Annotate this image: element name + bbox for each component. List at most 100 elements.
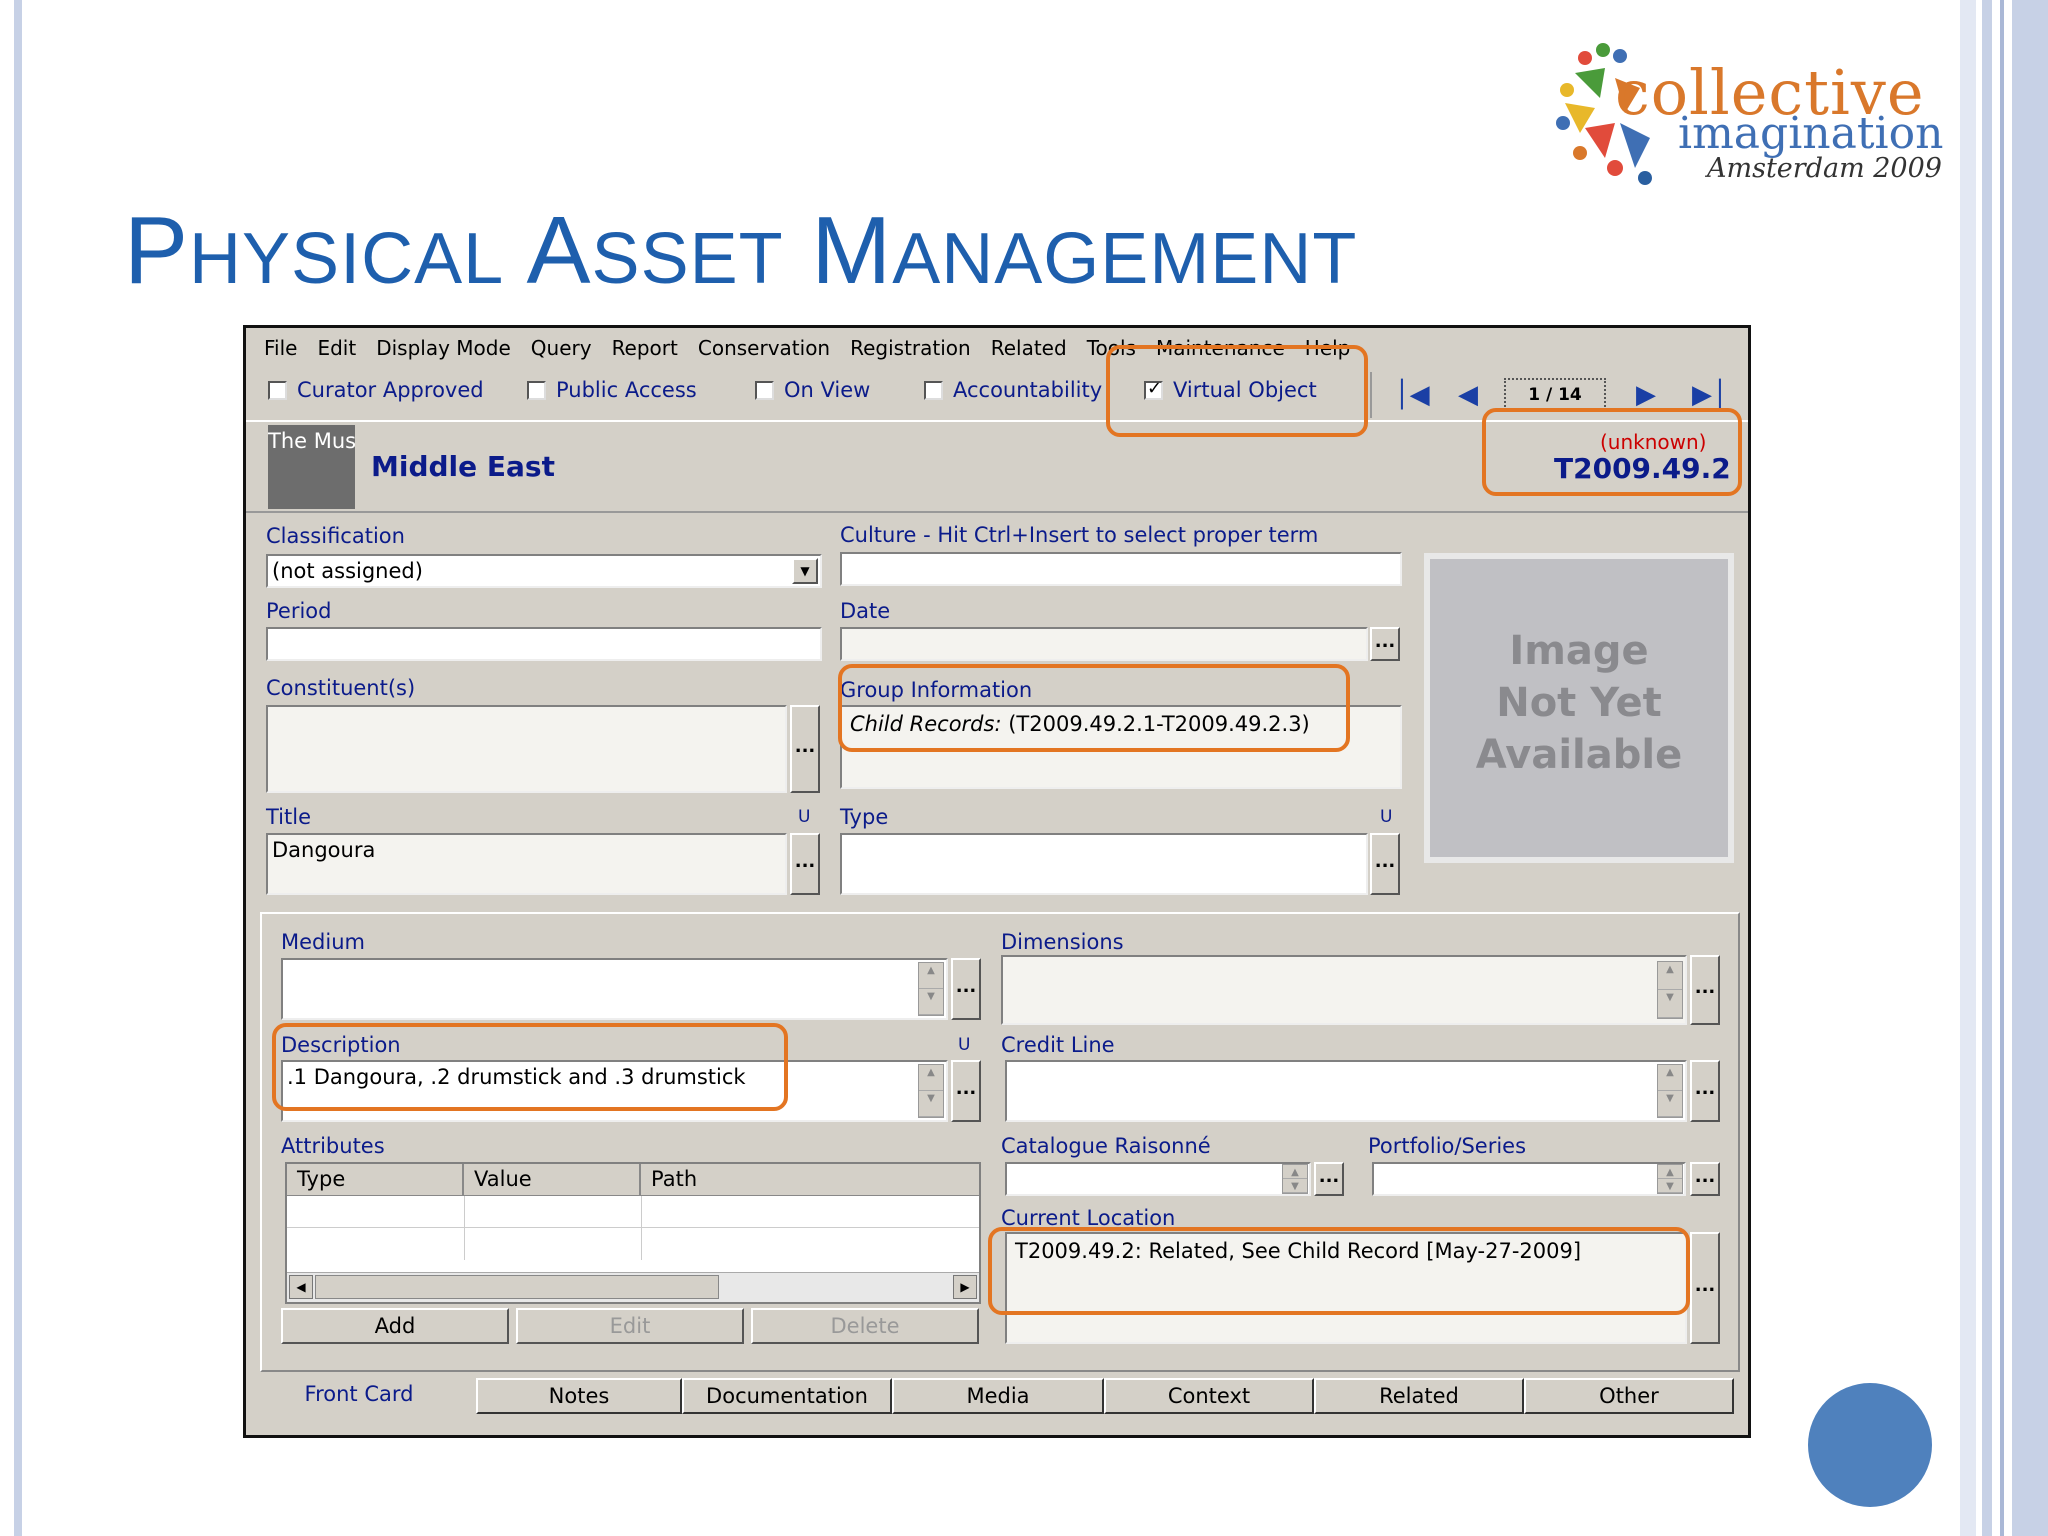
group-info-field[interactable]: Child Records: (T2009.49.2.1-T2009.49.2.… <box>840 705 1402 789</box>
attributes-col-type[interactable]: Type <box>287 1164 464 1195</box>
menu-tools[interactable]: Tools <box>1086 336 1136 360</box>
edit-button[interactable]: Edit <box>516 1308 744 1344</box>
flag-label: On View <box>784 378 871 402</box>
chevron-down-icon[interactable]: ▼ <box>792 558 818 584</box>
attributes-col-path[interactable]: Path <box>651 1167 698 1191</box>
title-field[interactable]: Dangoura <box>266 833 787 895</box>
record-title: Middle East <box>371 450 555 483</box>
scroll-right-icon[interactable]: ▶ <box>953 1275 977 1299</box>
curator-approved-checkbox[interactable] <box>268 380 287 400</box>
next-record-icon[interactable]: ▶ <box>1636 380 1656 410</box>
catalogue-label: Catalogue Raisonné <box>1001 1134 1211 1158</box>
credit-line-scrollbar[interactable]: ▲▼ <box>1657 1064 1683 1118</box>
classification-select[interactable]: (not assigned) ▼ <box>266 554 822 588</box>
dimensions-more-button[interactable]: ... <box>1690 955 1720 1025</box>
menu-conservation[interactable]: Conservation <box>697 336 831 360</box>
portfolio-field[interactable] <box>1372 1162 1686 1196</box>
constituents-more-button[interactable]: ... <box>790 705 820 793</box>
flag-accountability[interactable]: Accountability <box>924 378 1102 402</box>
flag-on-view[interactable]: On View <box>755 378 870 402</box>
dimensions-field[interactable] <box>1001 955 1687 1025</box>
date-more-button[interactable]: ... <box>1370 627 1400 661</box>
tab-notes[interactable]: Notes <box>476 1378 682 1414</box>
image-placeholder-line: Not Yet <box>1496 680 1662 726</box>
flag-virtual-object[interactable]: Virtual Object <box>1144 378 1317 402</box>
portfolio-spinner[interactable]: ▲▼ <box>1657 1164 1683 1194</box>
tab-media[interactable]: Media <box>892 1378 1104 1414</box>
group-info-prefix: Child Records: <box>850 712 1002 736</box>
type-unique-flag: U <box>1380 807 1393 827</box>
medium-scrollbar[interactable]: ▲▼ <box>918 962 944 1016</box>
catalogue-more-button[interactable]: ... <box>1314 1162 1344 1196</box>
medium-label: Medium <box>281 930 365 954</box>
type-field[interactable] <box>840 833 1368 895</box>
constituents-field[interactable] <box>266 705 787 793</box>
slide-left-border <box>14 0 22 1536</box>
menu-help[interactable]: Help <box>1304 336 1351 360</box>
catalogue-field[interactable] <box>1005 1162 1311 1196</box>
menu-report[interactable]: Report <box>611 336 678 360</box>
description-more-button[interactable]: ... <box>951 1060 981 1122</box>
description-field[interactable]: .1 Dangoura, .2 drumstick and .3 drumsti… <box>281 1060 948 1122</box>
credit-line-label: Credit Line <box>1001 1033 1115 1057</box>
attributes-grid[interactable]: Type Value Path ◀ ▶ <box>285 1162 981 1304</box>
menu-query[interactable]: Query <box>530 336 592 360</box>
first-record-icon[interactable]: │◀ <box>1394 380 1430 410</box>
menu-edit[interactable]: Edit <box>317 336 357 360</box>
public-access-checkbox[interactable] <box>527 380 546 400</box>
description-scrollbar[interactable]: ▲▼ <box>918 1064 944 1118</box>
dimensions-label: Dimensions <box>1001 930 1124 954</box>
attributes-col-value[interactable]: Value <box>464 1164 641 1195</box>
virtual-object-checkbox[interactable] <box>1144 378 1163 400</box>
tab-other[interactable]: Other <box>1524 1378 1734 1414</box>
flag-label: Accountability <box>953 378 1103 402</box>
image-placeholder-line: Available <box>1475 732 1683 778</box>
date-field[interactable] <box>840 627 1368 661</box>
add-button[interactable]: Add <box>281 1308 509 1344</box>
tab-documentation[interactable]: Documentation <box>682 1378 892 1414</box>
medium-field[interactable] <box>281 958 948 1020</box>
classification-value: (not assigned) <box>272 559 423 583</box>
catalogue-spinner[interactable]: ▲▼ <box>1282 1164 1308 1194</box>
credit-line-more-button[interactable]: ... <box>1690 1060 1720 1122</box>
menu-maintenance[interactable]: Maintenance <box>1155 336 1285 360</box>
flag-label: Curator Approved <box>297 378 484 402</box>
scroll-left-icon[interactable]: ◀ <box>289 1275 313 1299</box>
delete-button[interactable]: Delete <box>751 1308 979 1344</box>
object-number: T2009.49.2 <box>1554 452 1731 485</box>
accountability-checkbox[interactable] <box>924 380 943 400</box>
period-field[interactable] <box>266 627 822 661</box>
classification-label: Classification <box>266 524 405 548</box>
toolbar-separator <box>1370 372 1372 418</box>
portfolio-more-button[interactable]: ... <box>1690 1162 1720 1196</box>
menu-file[interactable]: File <box>264 336 298 360</box>
tab-front-card[interactable]: Front Card <box>304 1382 414 1406</box>
scroll-thumb[interactable] <box>315 1275 719 1299</box>
flag-public-access[interactable]: Public Access <box>527 378 697 402</box>
type-label: Type <box>840 805 889 829</box>
previous-record-icon[interactable]: ◀ <box>1458 380 1478 410</box>
on-view-checkbox[interactable] <box>755 380 774 400</box>
logo-word-collective: collective <box>1615 56 1925 129</box>
menu-related[interactable]: Related <box>990 336 1067 360</box>
medium-more-button[interactable]: ... <box>951 958 981 1020</box>
title-more-button[interactable]: ... <box>790 833 820 895</box>
flag-curator-approved[interactable]: Curator Approved <box>268 378 484 402</box>
record-pager: 1 / 14 <box>1504 378 1606 410</box>
front-card-panel <box>260 912 1740 1372</box>
tab-context[interactable]: Context <box>1104 1378 1314 1414</box>
period-label: Period <box>266 599 332 623</box>
tms-logo-badge: The Museum System <box>268 425 355 509</box>
dimensions-scrollbar[interactable]: ▲▼ <box>1657 961 1683 1019</box>
credit-line-field[interactable] <box>1005 1060 1687 1122</box>
attributes-hscrollbar[interactable]: ◀ ▶ <box>287 1272 979 1302</box>
title-label: Title <box>266 805 312 829</box>
menu-registration[interactable]: Registration <box>850 336 971 360</box>
culture-field[interactable] <box>840 552 1402 586</box>
tab-related[interactable]: Related <box>1314 1378 1524 1414</box>
type-more-button[interactable]: ... <box>1370 833 1400 895</box>
menu-display-mode[interactable]: Display Mode <box>376 336 511 360</box>
last-record-icon[interactable]: ▶│ <box>1692 380 1728 410</box>
current-location-more-button[interactable]: ... <box>1690 1232 1720 1344</box>
current-location-field[interactable]: T2009.49.2: Related, See Child Record [M… <box>1005 1232 1687 1344</box>
